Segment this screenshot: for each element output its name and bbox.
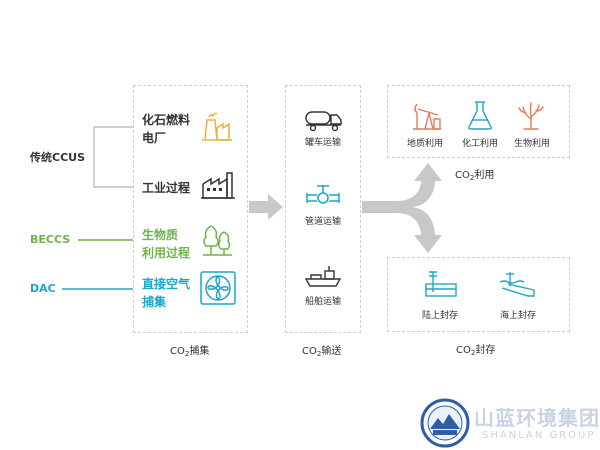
brand-name-en: SHANLAN GROUP [482, 430, 596, 441]
ship-icon [304, 266, 342, 287]
sea-storage-icon [499, 272, 535, 297]
fan-icon [200, 271, 236, 305]
label-beccs: BECCS [30, 233, 71, 246]
utilization-item-geological: 地质利用 [406, 139, 443, 149]
utilization-box [387, 85, 570, 158]
transport-caption: CO2输送 [302, 346, 342, 358]
storage-item-land: 陆上封存 [421, 311, 458, 321]
label-traditional-ccus: 传统CCUS [30, 151, 85, 164]
label-dac: DAC [30, 282, 56, 295]
factory-icon [201, 172, 235, 199]
power-plant-icon [202, 112, 232, 141]
capture-box [133, 85, 248, 333]
storage-item-sea: 海上封存 [499, 311, 536, 321]
utilization-caption: CO2利用 [455, 170, 495, 182]
pipeline-valve-icon [306, 185, 340, 204]
flask-icon [468, 101, 492, 130]
trees-icon [203, 225, 232, 256]
transport-item-pipeline: 管道运输 [304, 217, 341, 227]
capture-item-fossil-power: 化石燃料电厂 [142, 113, 191, 145]
utilization-item-chemical: 化工利用 [461, 139, 498, 149]
utilization-item-biological: 生物利用 [513, 139, 550, 149]
capture-item-dac: 直接空气捕集 [142, 277, 191, 309]
tanker-truck-icon [305, 111, 342, 132]
transport-item-ship: 船舶运输 [304, 297, 341, 307]
capture-item-biomass: 生物质利用过程 [142, 228, 191, 260]
land-storage-icon [425, 271, 457, 297]
coral-icon [518, 102, 544, 130]
capture-caption: CO2捕集 [170, 346, 210, 358]
capture-item-industrial: 工业过程 [142, 181, 191, 195]
storage-box [387, 257, 570, 332]
oil-pump-icon [413, 103, 441, 130]
brand-seal-logo [420, 398, 470, 448]
brand-name-cn: 山蓝环境集团 [474, 406, 600, 430]
transport-box [285, 85, 361, 333]
transport-item-truck: 罐车运输 [304, 138, 341, 148]
storage-caption: CO2封存 [456, 345, 496, 357]
